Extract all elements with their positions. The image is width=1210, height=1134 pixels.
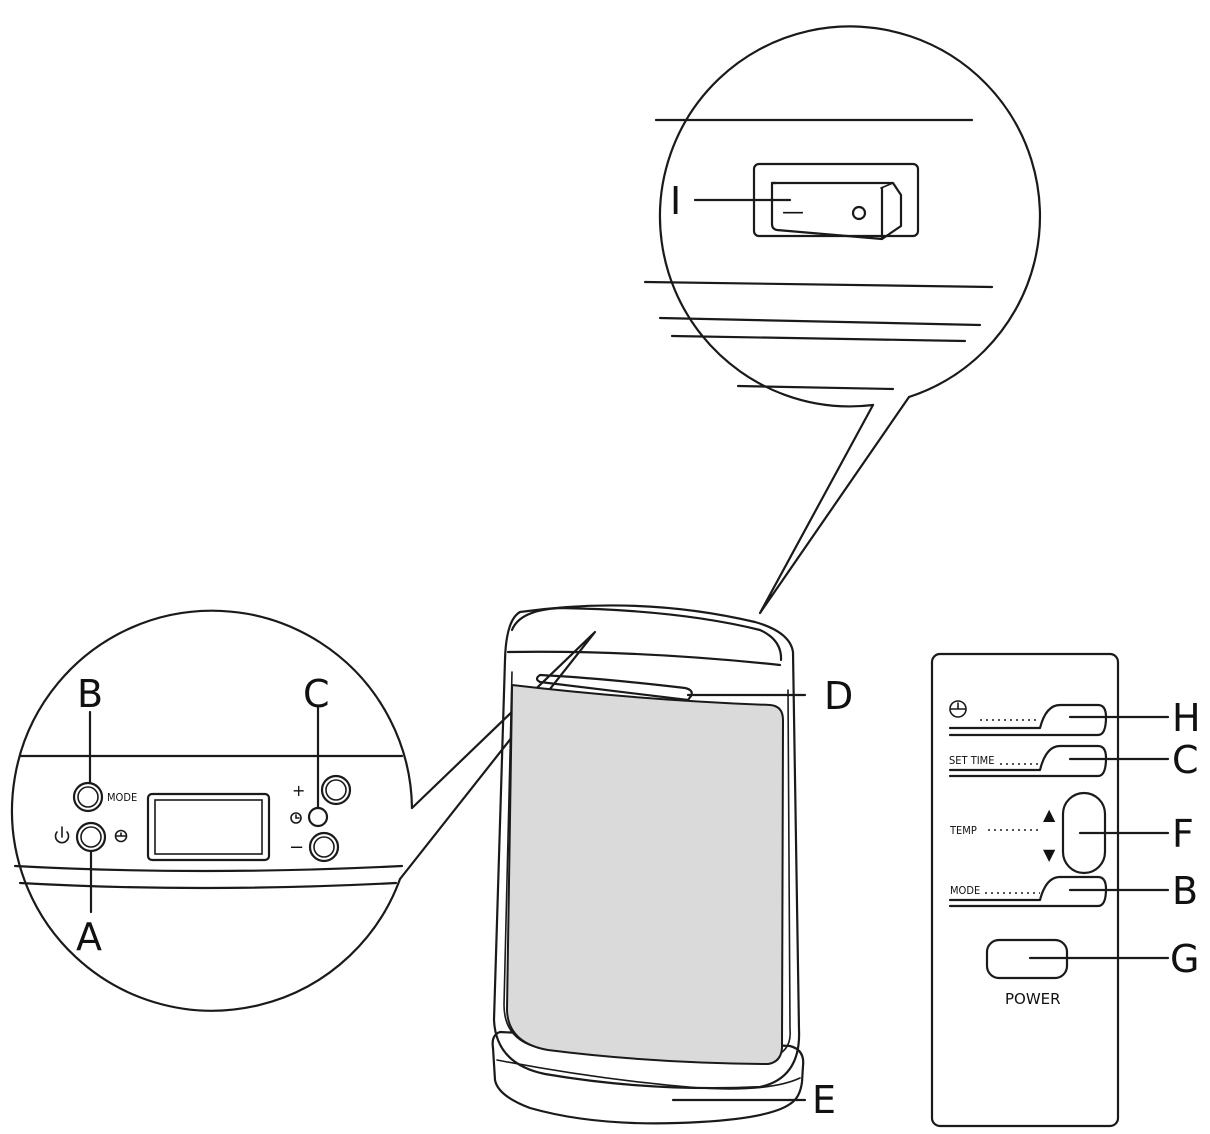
- callout-b-remote: B: [1172, 869, 1198, 913]
- callout-i: I: [670, 179, 681, 223]
- timer-icon: [290, 812, 302, 824]
- callout-c-panel: C: [303, 672, 330, 716]
- callout-a: A: [76, 915, 102, 959]
- timer-button[interactable]: [307, 806, 329, 828]
- switch-magnifier: — I: [643, 25, 1042, 615]
- remote-temp-label: TEMP: [949, 824, 977, 837]
- remote-set-time-label: SET TIME: [949, 754, 994, 767]
- heater-shell: [492, 604, 801, 1090]
- callout-c-remote: C: [1172, 738, 1199, 782]
- callout-d: D: [824, 674, 853, 718]
- callout-f: F: [1172, 812, 1194, 856]
- remote-set-time-button[interactable]: [948, 744, 1108, 778]
- plus-label: +: [292, 781, 305, 800]
- switch-off-mark: [851, 205, 867, 221]
- remote-mode-label: MODE: [950, 884, 980, 897]
- switch-on-mark: —: [782, 200, 804, 225]
- callout-h: H: [1172, 696, 1201, 740]
- remote-down-arrow: ▼: [1043, 845, 1056, 864]
- mode-label: MODE: [107, 791, 137, 804]
- callout-g: G: [1170, 937, 1199, 981]
- power-icon: [54, 826, 70, 844]
- minus-button[interactable]: [308, 831, 340, 863]
- panel-magnifier: MODE + − B A C: [10, 609, 597, 1012]
- remote-control: SET TIME TEMP ▲ ▼ MODE POWER H C F B G: [930, 652, 1201, 1128]
- remote-power-label: POWER: [1005, 990, 1061, 1008]
- callout-e: E: [812, 1078, 836, 1122]
- plus-button[interactable]: [320, 774, 352, 806]
- remote-up-arrow: ▲: [1043, 805, 1056, 824]
- handle-slot: [535, 673, 693, 702]
- heater-base: [491, 1030, 805, 1125]
- minus-label: −: [289, 837, 304, 858]
- remote-oscillation-icon: [949, 700, 967, 718]
- remote-oscillation-button[interactable]: [948, 703, 1108, 737]
- callout-b-panel: B: [77, 672, 103, 716]
- mode-button[interactable]: [72, 781, 104, 813]
- oscillation-icon: [114, 829, 128, 843]
- remote-mode-button[interactable]: [948, 875, 1108, 908]
- heater-body: D E: [491, 604, 853, 1125]
- front-grille: [505, 683, 785, 1066]
- display-screen: [146, 792, 271, 862]
